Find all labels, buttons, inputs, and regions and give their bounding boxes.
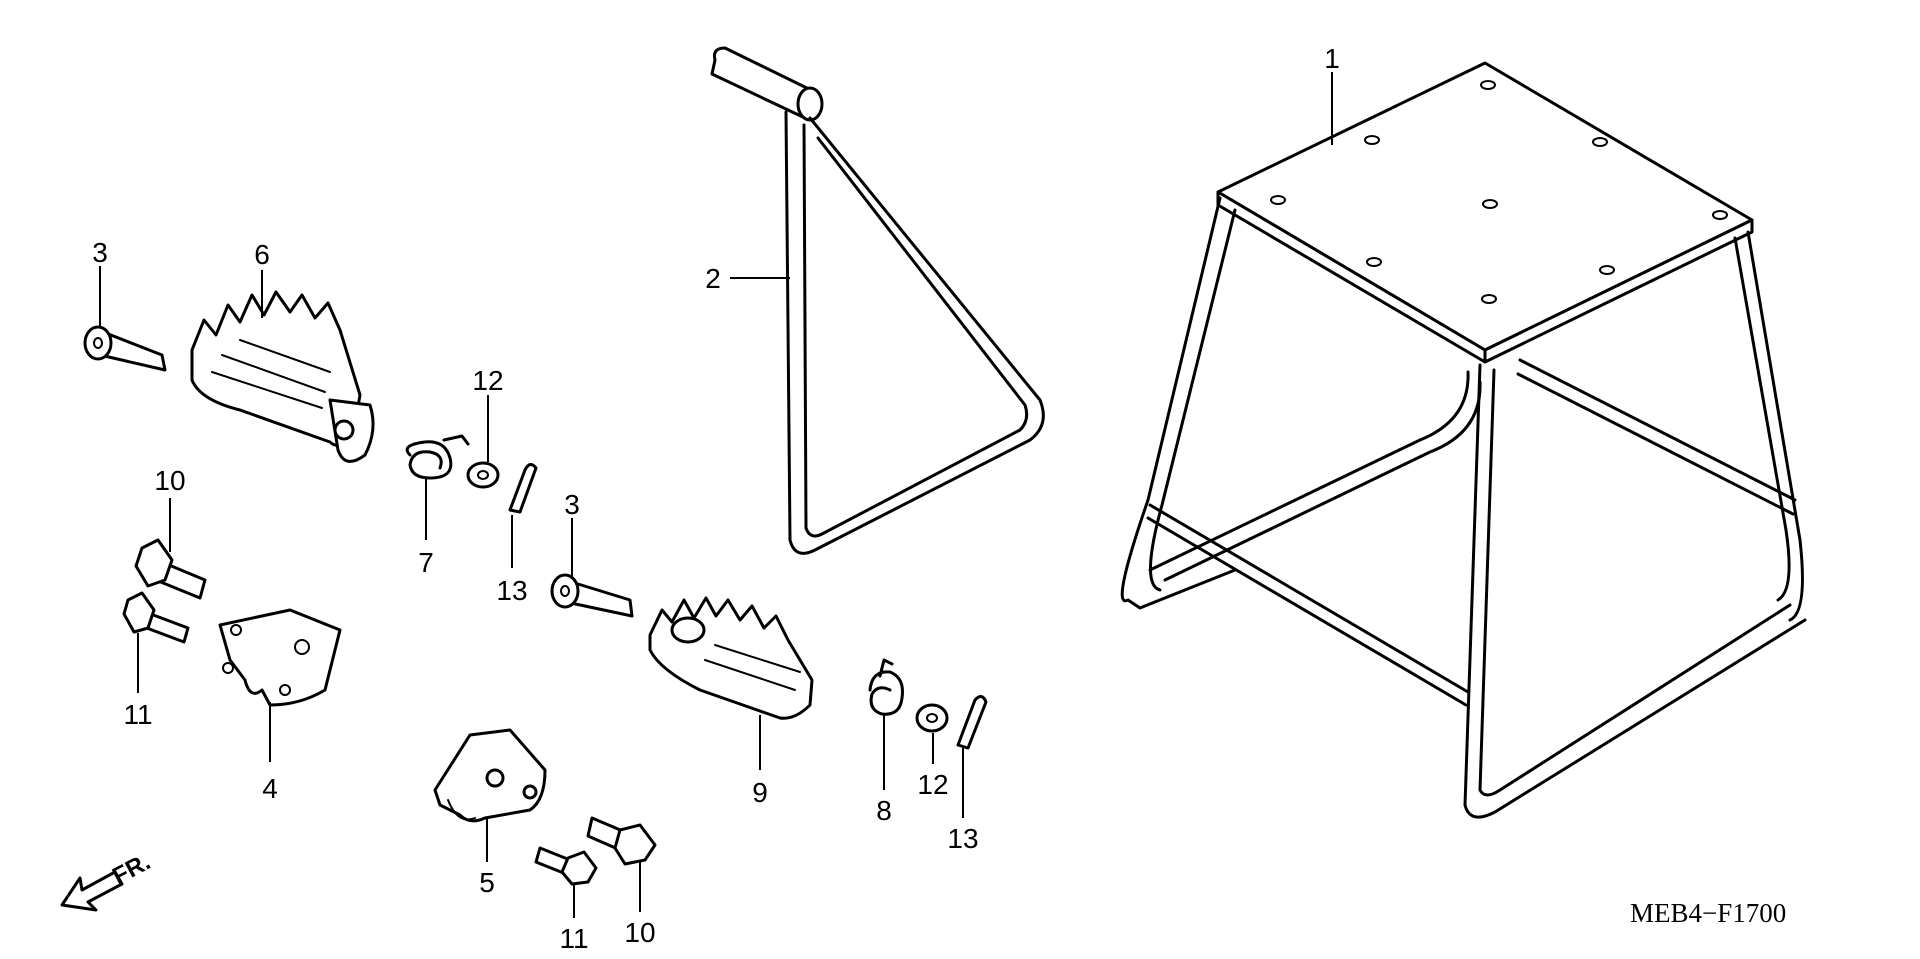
spring-left-part <box>405 434 470 480</box>
callout-washer-left: 12 <box>472 365 503 396</box>
bracket-right-part <box>433 728 547 823</box>
callout-washer-right: 12 <box>917 769 948 800</box>
callout-bracket-left: 4 <box>262 773 278 804</box>
callout-stand: 1 <box>1324 43 1340 74</box>
front-direction-arrow: FR. <box>60 848 155 912</box>
callout-pin-left: 3 <box>92 237 108 268</box>
callout-labels: 1 2 3 3 4 5 6 7 8 9 10 10 11 11 12 12 13… <box>92 43 1340 954</box>
callout-bolt-b-right: 11 <box>559 923 588 954</box>
stand-part <box>1120 61 1807 819</box>
callout-side-stand: 2 <box>705 263 721 294</box>
bolt-a-left-part <box>134 538 207 600</box>
bolt-b-left-part <box>122 591 190 644</box>
pin-right-part <box>550 573 634 618</box>
callout-cotter-right: 13 <box>947 823 978 854</box>
callout-cotter-left: 13 <box>496 575 527 606</box>
callout-footpeg-left: 6 <box>254 239 270 270</box>
footpeg-right-part <box>648 596 814 720</box>
cotter-right-part <box>956 695 988 750</box>
footpeg-left-part <box>190 290 375 463</box>
callout-bolt-b-left: 11 <box>123 699 152 730</box>
washer-right-part <box>915 703 949 733</box>
leader-lines <box>99 72 1333 918</box>
callout-spring-right: 8 <box>876 795 892 826</box>
diagram-code: MEB4−F1700 <box>1630 898 1786 928</box>
spring-right-part <box>868 658 904 716</box>
pin-left-part <box>83 325 167 372</box>
callout-bolt-a-right: 10 <box>624 917 655 948</box>
cotter-left-part <box>508 463 538 514</box>
bolt-b-right-part <box>534 846 598 886</box>
bolt-a-right-part <box>586 816 657 866</box>
callout-footpeg-right: 9 <box>752 777 768 808</box>
bracket-left-part <box>218 608 342 707</box>
callout-spring-left: 7 <box>418 547 434 578</box>
callout-pin-right: 3 <box>564 489 580 520</box>
washer-left-part <box>466 461 500 489</box>
callout-bolt-a-left: 10 <box>154 465 185 496</box>
callout-bracket-right: 5 <box>479 867 495 898</box>
side-stand-part <box>710 46 1045 555</box>
